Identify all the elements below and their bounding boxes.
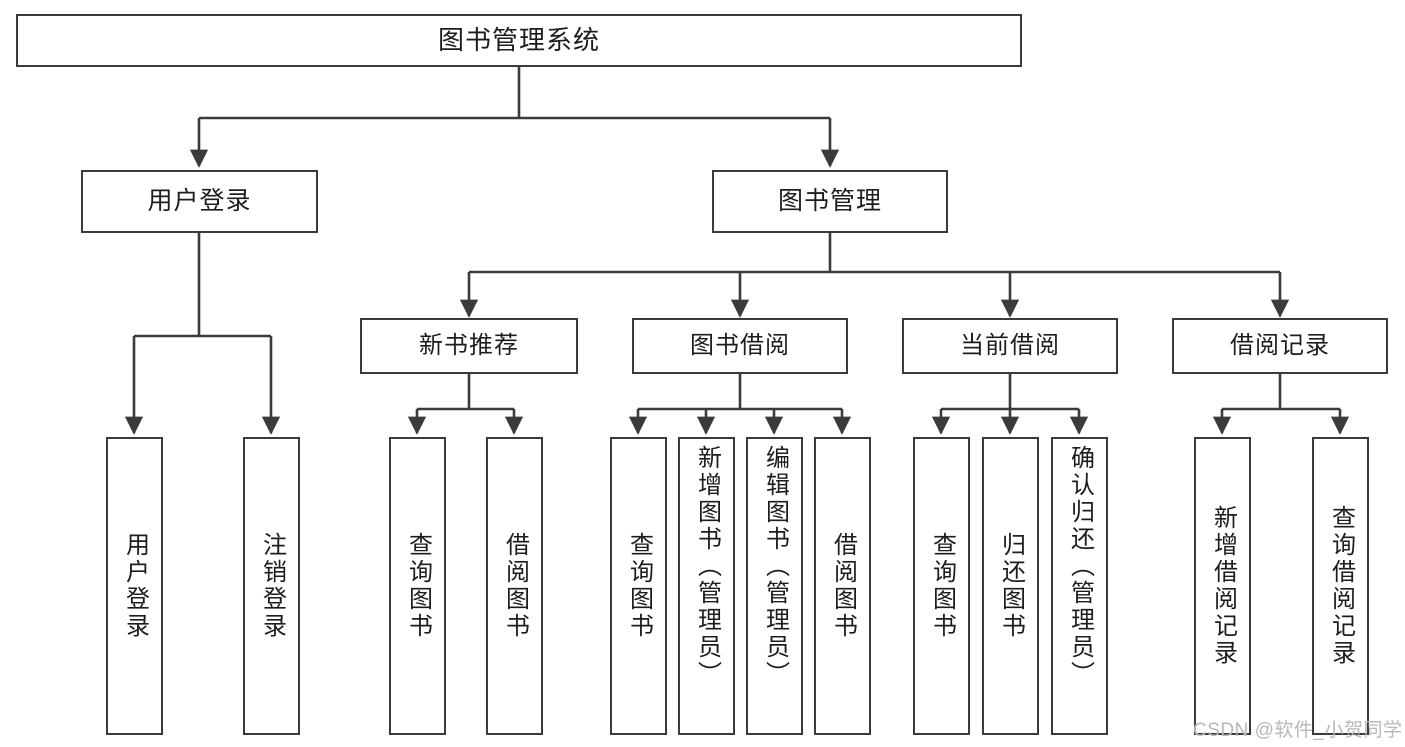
leaf-add-borrow-record-label: 新增借阅记录 (1209, 505, 1237, 667)
leaf-user-login[interactable]: 用户登录 (106, 437, 163, 735)
leaf-add-book[interactable]: 新增图书（管理员） (678, 437, 735, 735)
node-book-borrow[interactable]: 图书借阅 (632, 318, 848, 374)
node-book-manage[interactable]: 图书管理 (712, 170, 948, 233)
node-root-system[interactable]: 图书管理系统 (16, 14, 1022, 67)
leaf-confirm-return[interactable]: 确认归还（管理员） (1051, 437, 1108, 735)
leaf-return-book-label: 归还图书 (997, 532, 1025, 640)
leaf-user-login-label: 用户登录 (121, 532, 149, 640)
node-borrow-record[interactable]: 借阅记录 (1172, 318, 1388, 374)
leaf-borrow-book-recommend-label: 借阅图书 (501, 532, 529, 640)
leaf-borrow-book[interactable]: 借阅图书 (814, 437, 871, 735)
node-root-system-label: 图书管理系统 (437, 25, 600, 56)
leaf-query-borrow-record-label: 查询借阅记录 (1327, 505, 1355, 667)
leaf-borrow-book-label: 借阅图书 (829, 532, 857, 640)
node-new-book-recommend[interactable]: 新书推荐 (360, 318, 578, 374)
leaf-query-book-current[interactable]: 查询图书 (913, 437, 970, 735)
node-user-login-label: 用户登录 (147, 186, 252, 215)
node-borrow-record-label: 借阅记录 (1230, 331, 1330, 359)
leaf-add-borrow-record[interactable]: 新增借阅记录 (1194, 437, 1251, 735)
node-book-manage-label: 图书管理 (777, 186, 882, 215)
node-book-borrow-label: 图书借阅 (690, 331, 790, 359)
leaf-return-book[interactable]: 归还图书 (982, 437, 1039, 735)
leaf-query-book-recommend[interactable]: 查询图书 (389, 437, 446, 735)
leaf-borrow-book-recommend[interactable]: 借阅图书 (486, 437, 543, 735)
leaf-query-book-borrow-label: 查询图书 (625, 532, 653, 640)
leaf-logout-login[interactable]: 注销登录 (243, 437, 300, 735)
node-current-borrow[interactable]: 当前借阅 (902, 318, 1118, 374)
leaf-add-book-label: 新增图书（管理员） (693, 445, 721, 688)
watermark-text: CSDN @软件_小贺同学 (1193, 720, 1403, 741)
leaf-logout-login-label: 注销登录 (258, 532, 286, 640)
node-user-login[interactable]: 用户登录 (81, 170, 318, 233)
leaf-edit-book[interactable]: 编辑图书（管理员） (746, 437, 803, 735)
node-current-borrow-label: 当前借阅 (960, 331, 1060, 359)
node-new-book-recommend-label: 新书推荐 (419, 331, 519, 359)
leaf-query-book-current-label: 查询图书 (928, 532, 956, 640)
leaf-edit-book-label: 编辑图书（管理员） (761, 445, 789, 688)
leaf-query-book-recommend-label: 查询图书 (404, 532, 432, 640)
leaf-confirm-return-label: 确认归还（管理员） (1066, 445, 1094, 688)
leaf-query-book-borrow[interactable]: 查询图书 (610, 437, 667, 735)
leaf-query-borrow-record[interactable]: 查询借阅记录 (1312, 437, 1369, 735)
